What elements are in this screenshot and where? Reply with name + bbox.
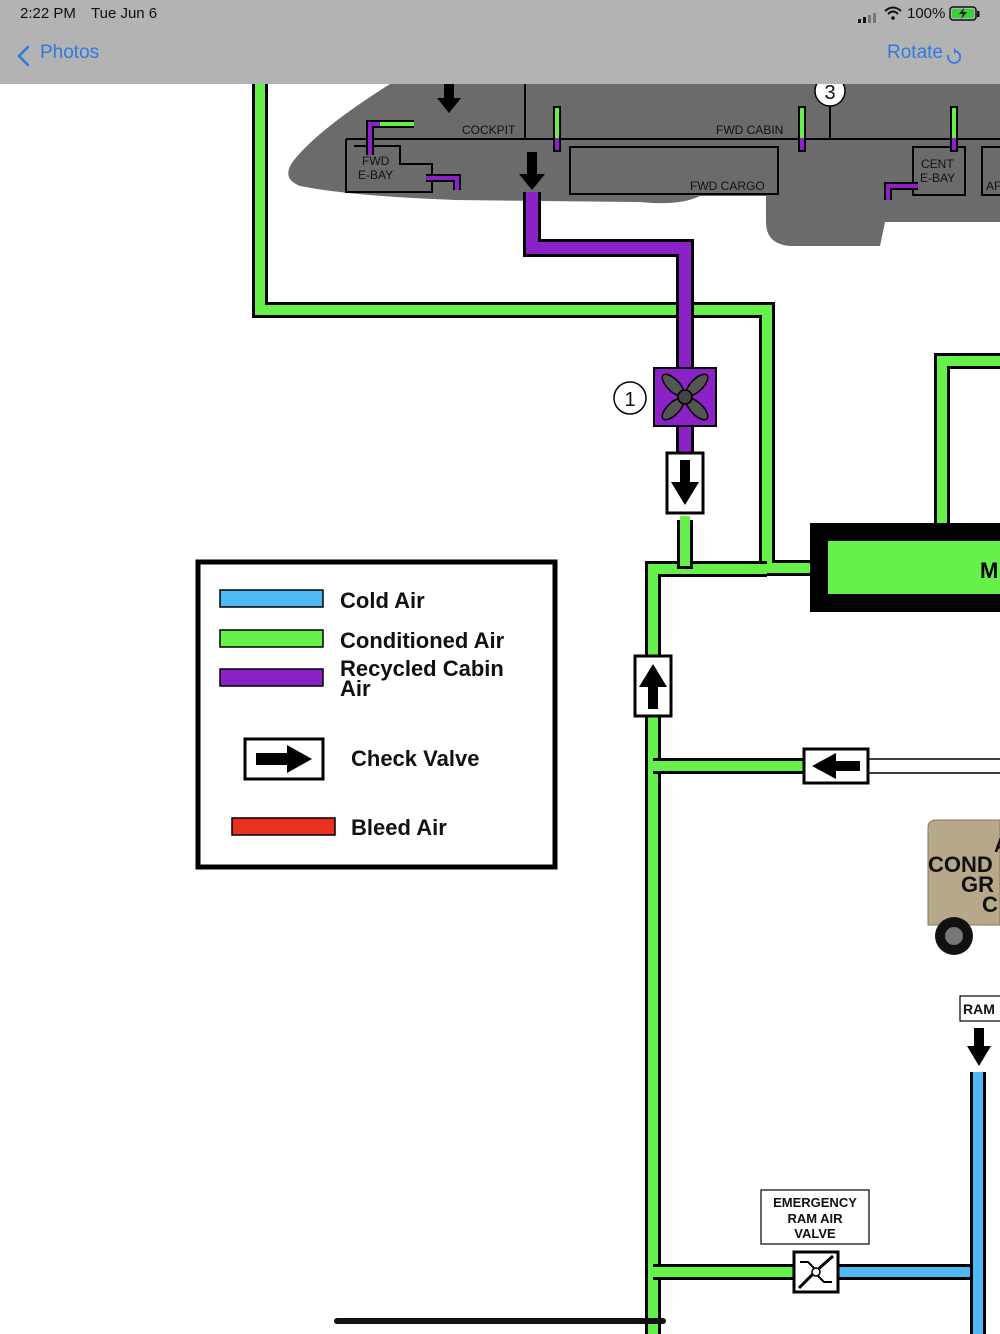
back-chevron-icon[interactable] bbox=[16, 45, 30, 72]
cockpit-label: COCKPIT bbox=[462, 123, 516, 137]
legend-swatch-recycled bbox=[219, 668, 324, 687]
check-valve-up bbox=[633, 654, 673, 718]
recirculation-fan bbox=[653, 367, 717, 427]
recycled-air-duct bbox=[523, 192, 694, 455]
home-indicator[interactable] bbox=[334, 1318, 666, 1324]
down-arrow-icon bbox=[519, 152, 545, 190]
legend: Cold Air Conditioned Air Recycled Cabin … bbox=[195, 559, 558, 870]
cold-air-ducts bbox=[838, 1072, 986, 1334]
fwd-cabin-label: FWD CABIN bbox=[716, 123, 783, 137]
fwd-cargo-label: FWD CARGO bbox=[690, 179, 765, 193]
legend-label-check-valve: Check Valve bbox=[351, 746, 479, 771]
down-arrow-icon bbox=[967, 1028, 991, 1066]
cart-label-3: GR bbox=[961, 872, 994, 897]
signal-icon bbox=[858, 10, 880, 23]
legend-label-conditioned: Conditioned Air bbox=[340, 628, 505, 653]
rotate-icon[interactable] bbox=[946, 47, 962, 70]
cent-ebay-label-1: CENT bbox=[921, 157, 954, 171]
battery-icon bbox=[949, 6, 981, 22]
back-button[interactable]: Photos bbox=[40, 42, 100, 63]
legend-check-valve-icon bbox=[243, 737, 325, 781]
marker-1-label: 1 bbox=[624, 389, 635, 411]
legend-label-recycled-2: Air bbox=[340, 676, 371, 701]
cart-label-4: C bbox=[982, 892, 998, 917]
ground-air-cart: A COND GR C bbox=[927, 819, 1000, 955]
legend-swatch-cold bbox=[219, 589, 324, 608]
emergency-valve-label-3: VALVE bbox=[794, 1226, 836, 1241]
mix-manifold-label: M bbox=[980, 558, 998, 583]
legend-label-bleed: Bleed Air bbox=[351, 815, 447, 840]
battery-percent: 100% bbox=[907, 5, 946, 22]
status-bar: 2:22 PM Tue Jun 6 100% bbox=[0, 0, 1000, 28]
legend-swatch-bleed bbox=[231, 817, 336, 836]
check-valve-down bbox=[665, 451, 705, 515]
ram-label-box bbox=[959, 995, 1000, 1022]
marker-1 bbox=[613, 381, 647, 415]
cent-ebay-label-2: E-BAY bbox=[920, 171, 955, 185]
air-conditioning-diagram: COCKPIT FWD CABIN FWD E-BAY FWD CARGO CE… bbox=[195, 84, 1000, 1334]
status-time: 2:22 PM bbox=[20, 5, 76, 22]
legend-swatch-conditioned bbox=[219, 629, 324, 648]
status-date: Tue Jun 6 bbox=[91, 5, 158, 22]
check-valve-left bbox=[802, 747, 870, 785]
emergency-valve-label-1: EMERGENCY bbox=[773, 1195, 857, 1210]
conditioned-air-ducts bbox=[252, 84, 1000, 1334]
marker-3 bbox=[814, 84, 846, 107]
fwd-ebay-label-1: FWD bbox=[362, 154, 390, 168]
down-arrow-icon bbox=[437, 84, 461, 113]
fuselage-shape bbox=[288, 84, 1000, 246]
emergency-ram-air-valve bbox=[792, 1250, 840, 1294]
rotate-button[interactable]: Rotate bbox=[887, 42, 943, 63]
ram-label: RAM bbox=[963, 1001, 995, 1017]
fwd-ebay-label-2: E-BAY bbox=[358, 168, 393, 182]
cart-label-1: A bbox=[994, 835, 1000, 857]
marker-3-label: 3 bbox=[824, 84, 835, 104]
navigation-bar: Photos Rotate bbox=[0, 28, 1000, 84]
legend-label-recycled-1: Recycled Cabin bbox=[340, 656, 504, 681]
legend-label-cold: Cold Air bbox=[340, 588, 425, 613]
wifi-icon bbox=[884, 6, 902, 20]
emergency-valve-label-box bbox=[760, 1189, 870, 1245]
aft-partial-label: AF bbox=[986, 179, 1000, 193]
emergency-valve-label-2: RAM AIR bbox=[787, 1211, 843, 1226]
cart-label-2: COND bbox=[928, 852, 993, 877]
